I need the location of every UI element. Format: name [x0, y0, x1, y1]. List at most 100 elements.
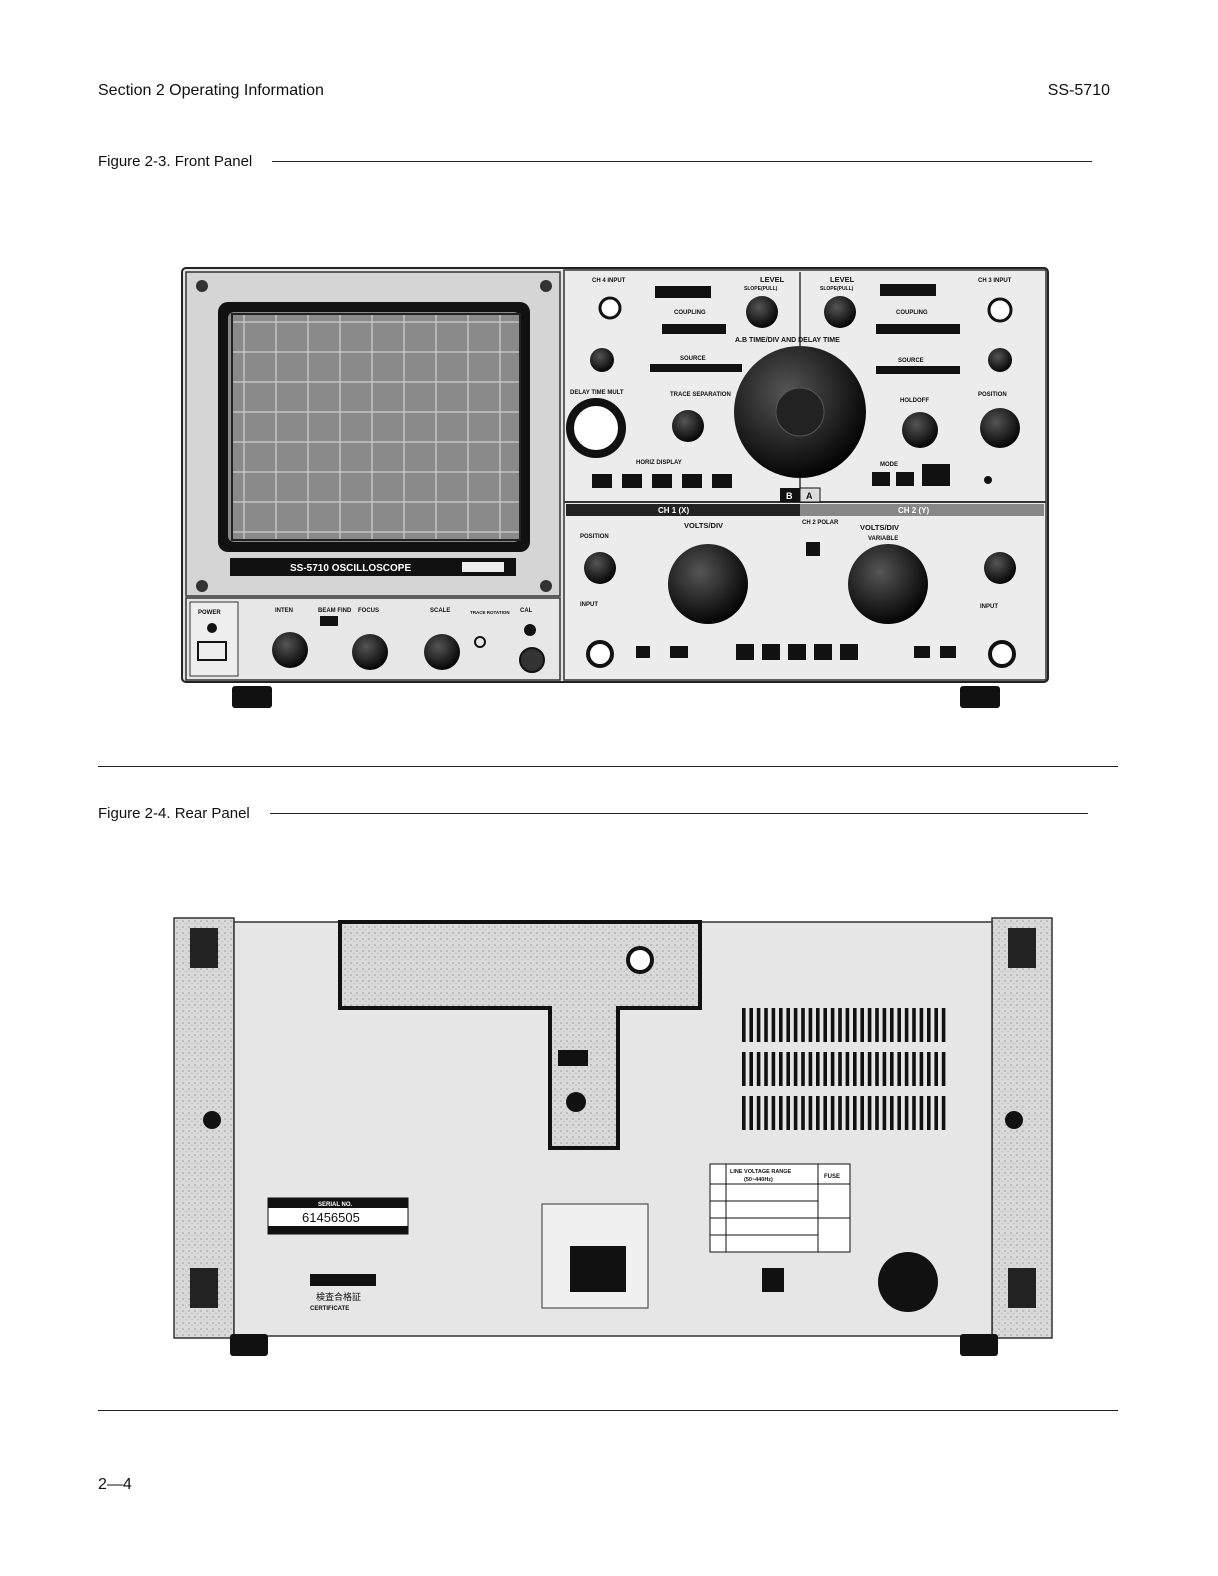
ground-connector[interactable] — [519, 647, 545, 673]
caption-rule — [272, 161, 1093, 162]
rear-panel-image: SERIAL NO. 61456505 検査合格証 CERTIFICATE LI… — [173, 917, 1053, 1356]
vent-slot — [927, 1052, 931, 1086]
position-label-ch1: POSITION — [580, 534, 609, 540]
slope-label-a: SLOPE(PULL) — [744, 286, 778, 292]
horiz-position-knob[interactable] — [980, 408, 1020, 448]
ch1-input-connector[interactable] — [586, 640, 614, 668]
vent-slot — [816, 1096, 820, 1130]
rear-connector[interactable] — [626, 946, 654, 974]
ch3-input-connector[interactable] — [987, 297, 1013, 323]
source-switch-b[interactable] — [876, 366, 960, 374]
ch2-gnd-button[interactable] — [940, 646, 956, 658]
vmode-button[interactable] — [762, 644, 780, 660]
figure-caption: Figure 2-4. Rear Panel — [98, 805, 250, 822]
vent-slot — [764, 1052, 768, 1086]
right-handle — [991, 917, 1053, 1339]
vent-slot — [786, 1096, 790, 1130]
voltage-selector[interactable] — [762, 1268, 784, 1292]
vent-slot — [875, 1008, 879, 1042]
vent-slot — [904, 1052, 909, 1086]
beam-find-button[interactable] — [320, 616, 338, 626]
vent-slot — [919, 1008, 924, 1042]
ch3-position-knob[interactable] — [988, 348, 1012, 372]
delay-time-mult-label: DELAY TIME MULT — [570, 390, 624, 396]
rear-output-port[interactable] — [558, 1050, 588, 1066]
mode-button[interactable] — [896, 472, 914, 486]
level-knob-b[interactable] — [824, 296, 856, 328]
rear-bnc[interactable] — [566, 1092, 586, 1112]
vent-slot — [756, 1008, 761, 1042]
power-inlet[interactable] — [570, 1246, 626, 1292]
horiz-button[interactable] — [622, 474, 642, 488]
fuse-holder[interactable] — [878, 1252, 938, 1312]
scale-knob[interactable] — [424, 634, 460, 670]
vent-slot — [808, 1008, 813, 1042]
foot — [960, 686, 1000, 708]
slope-label-b: SLOPE(PULL) — [820, 286, 854, 292]
intensity-knob[interactable] — [272, 632, 308, 668]
ch4-position-knob[interactable] — [590, 348, 614, 372]
figure-caption: Figure 2-3. Front Panel — [98, 153, 253, 170]
freq-label: (50~440Hz) — [744, 1177, 773, 1183]
volts-div-label-ch2: VOLTS/DIV — [860, 523, 899, 532]
vent-slot — [934, 1052, 938, 1086]
vent-slot — [793, 1096, 798, 1130]
trigger-mode-switch-b[interactable] — [880, 284, 936, 296]
ch1-gnd-button[interactable] — [670, 646, 688, 658]
ch2-volts-div-knob[interactable] — [848, 544, 928, 624]
screw-icon — [196, 580, 208, 592]
ch2-input-connector[interactable] — [988, 640, 1016, 668]
vmode-button[interactable] — [788, 644, 806, 660]
horiz-button[interactable] — [682, 474, 702, 488]
mode-button[interactable] — [872, 472, 890, 486]
trigger-mode-switch[interactable] — [655, 286, 711, 298]
holdoff-knob[interactable] — [902, 412, 938, 448]
a-label: A — [806, 491, 813, 501]
vent-slot — [838, 1096, 842, 1130]
single-reset-button[interactable] — [922, 464, 950, 486]
vent-slot — [830, 1008, 835, 1042]
level-knob-a[interactable] — [746, 296, 778, 328]
ch2-coupling-button[interactable] — [914, 646, 930, 658]
line-voltage-table: LINE VOLTAGE RANGE (50~440Hz) FUSE — [709, 1163, 851, 1253]
mode-label: MODE — [880, 462, 898, 468]
serial-number: 61456505 — [302, 1210, 360, 1225]
trace-rotation-adjust[interactable] — [474, 636, 486, 648]
trace-sep-label: TRACE SEPARATION — [670, 392, 731, 398]
vent-slot — [771, 1052, 776, 1086]
ch2-polar-button[interactable] — [806, 542, 820, 556]
coupling-switch-a[interactable] — [662, 324, 726, 334]
horiz-button[interactable] — [652, 474, 672, 488]
ch2-position-knob[interactable] — [984, 552, 1016, 584]
vent-slot — [808, 1052, 813, 1086]
power-switch[interactable] — [197, 641, 227, 661]
trace-separation-knob[interactable] — [672, 410, 704, 442]
delay-time-mult-dial[interactable] — [566, 398, 626, 458]
time-div-label: A.B TIME/DIV AND DELAY TIME — [735, 337, 840, 344]
source-switch-a[interactable] — [650, 364, 742, 372]
horiz-button[interactable] — [712, 474, 732, 488]
front-panel-image: SS-5710 OSCILLOSCOPE POWER INTEN BEAM FI… — [181, 267, 1049, 708]
power-label: POWER — [198, 610, 221, 616]
ch1-position-knob[interactable] — [584, 552, 616, 584]
ch1-volts-div-knob[interactable] — [668, 544, 748, 624]
vent-slot — [882, 1052, 887, 1086]
vent-slot — [860, 1008, 864, 1042]
focus-label: FOCUS — [358, 608, 379, 614]
vent-slot — [756, 1052, 761, 1086]
vent-slot — [793, 1052, 798, 1086]
cal-terminal[interactable] — [524, 624, 536, 636]
vmode-button[interactable] — [814, 644, 832, 660]
vent-slot — [904, 1096, 909, 1130]
vent-slot — [779, 1052, 783, 1086]
focus-knob[interactable] — [352, 634, 388, 670]
vent-slot — [830, 1096, 835, 1130]
input-label-ch2: INPUT — [980, 604, 998, 610]
vmode-button[interactable] — [736, 644, 754, 660]
ch1-coupling-button[interactable] — [636, 646, 650, 658]
horiz-button[interactable] — [592, 474, 612, 488]
ready-lamp — [984, 476, 992, 484]
ch4-input-connector[interactable] — [598, 296, 622, 320]
coupling-switch-b[interactable] — [876, 324, 960, 334]
vmode-button[interactable] — [840, 644, 858, 660]
